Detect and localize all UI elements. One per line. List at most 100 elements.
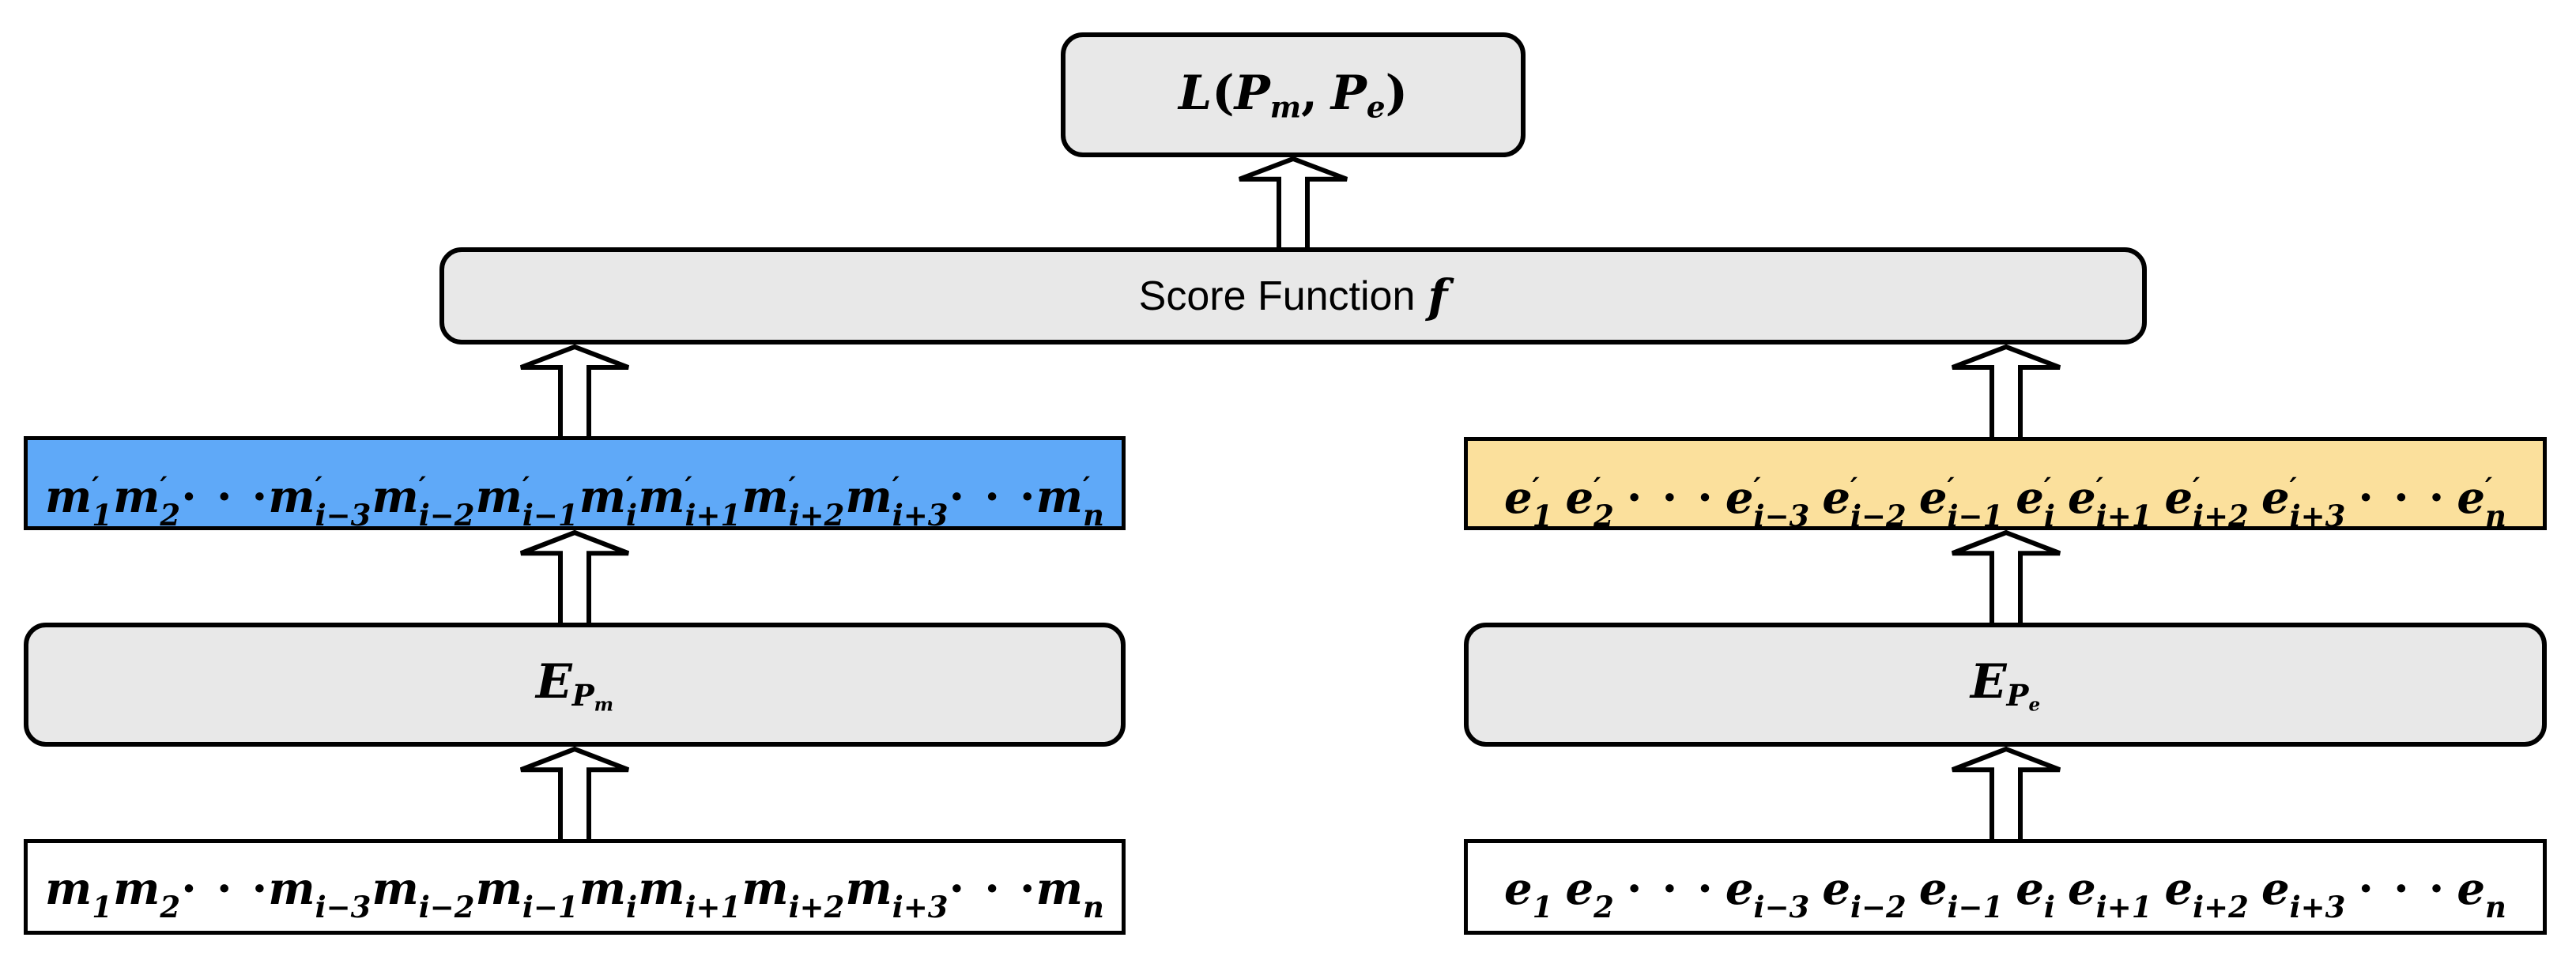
arg1-base: P [1234,65,1270,121]
math-token: e′i−1 [1919,472,2003,531]
token-base: e [1822,863,1850,915]
token-subscript: i+3 [892,497,949,533]
token-subscript: i−2 [418,889,475,924]
token-scripts: i+1 [2096,892,2152,922]
prime-mark: ′ [685,471,692,504]
token-scripts: ′i−2 [418,471,475,533]
token-subscript: i−2 [1850,498,1907,533]
token-base: m [475,471,522,523]
token-base: m [45,863,92,915]
token-subscript: 2 [1593,498,1614,533]
token-base: e [2164,863,2193,915]
token-subscript: i [626,889,638,924]
encoder-sub-subscript: m [594,694,614,716]
prime-mark: ′ [160,471,168,504]
token-scripts: ′i+3 [2289,474,2346,533]
math-token: e′i−3 [1726,474,1810,531]
math-token: m′i+1 [638,471,741,533]
math-token: m′i+3 [846,471,949,533]
token-scripts: i+2 [2193,892,2249,922]
token-base: e [2164,472,2193,524]
math-token: m′i−3 [268,473,371,530]
up-arrow-icon [1947,529,2065,623]
token-subscript: n [1082,889,1104,924]
prime-mark: ′ [418,471,426,504]
encoder-base: E [535,653,572,710]
up-arrow-icon [515,746,634,840]
token-subscript: i+3 [2289,889,2346,924]
prime-mark: ′ [1082,471,1091,504]
token-subscript: i−1 [522,889,579,924]
token-base: e [2068,863,2096,915]
token-subscript: i [626,497,638,533]
encoder-e-label: EPe [1971,654,2040,716]
token-scripts: i+3 [892,892,949,922]
loss-function-symbol: L [1179,65,1213,121]
token-scripts: ′i−2 [1850,474,1907,533]
token-base: m [579,863,627,915]
token-scripts: i−3 [1753,889,1810,924]
encoder-sub-base: P [2006,677,2029,713]
token-scripts: ′i−1 [522,473,579,533]
token-base: m [113,471,160,523]
token-base: m [845,471,892,523]
token-scripts: ′2 [160,471,181,533]
token-base: e [2457,863,2486,915]
token-subscript: i+1 [2095,498,2152,533]
token-scripts: 2 [1593,892,1614,922]
token-scripts: ′n [2485,474,2506,530]
score-function-label: Score Function [1138,273,1416,319]
token-scripts: ′i−3 [1754,474,1810,530]
token-subscript: 2 [160,497,181,533]
token-subscript: i−3 [1753,889,1810,924]
math-token: m′i−1 [476,473,579,533]
prime-mark: ′ [1593,472,1601,505]
math-token: e′i [2016,472,2055,531]
token-subscript: i [2043,889,2055,924]
prime-mark: ′ [2043,472,2052,505]
token-subscript: i−1 [522,497,579,533]
token-subscript: i+2 [788,497,845,533]
math-token: e′2 [1565,472,1614,533]
ellipsis: ··· [181,471,288,523]
encoder-subscript: Pe [2006,677,2041,715]
token-base: e [1918,472,1948,524]
prime-mark: ′ [626,471,634,504]
token-base: m [113,863,160,915]
math-token: m′i+2 [741,473,845,533]
prime-mark: ′ [1947,472,1955,505]
prime-mark: ′ [892,471,900,504]
token-subscript: i+3 [2289,498,2346,533]
token-scripts: 2 [160,892,180,922]
math-token: m′i−2 [372,471,475,533]
up-arrow-icon [1947,746,2065,840]
token-base: e [1565,863,1594,915]
ellipsis: ··· [2358,863,2465,915]
token-scripts: ′i+2 [2193,474,2249,530]
token-subscript: 1 [92,497,112,533]
token-subscript: i+2 [788,889,845,924]
token-subscript: i+1 [685,497,741,533]
token-subscript: i−2 [418,497,475,533]
up-arrow-icon [515,529,634,623]
token-subscript: n [1082,497,1104,533]
arg2-subscript: e [1366,89,1386,125]
token-base: e [2261,472,2290,524]
token-base: e [1725,863,1754,915]
math-token: m′1 [45,473,112,533]
token-scripts: i+3 [2289,889,2346,924]
token-base: m [372,471,419,523]
token-base: e [1565,472,1594,524]
